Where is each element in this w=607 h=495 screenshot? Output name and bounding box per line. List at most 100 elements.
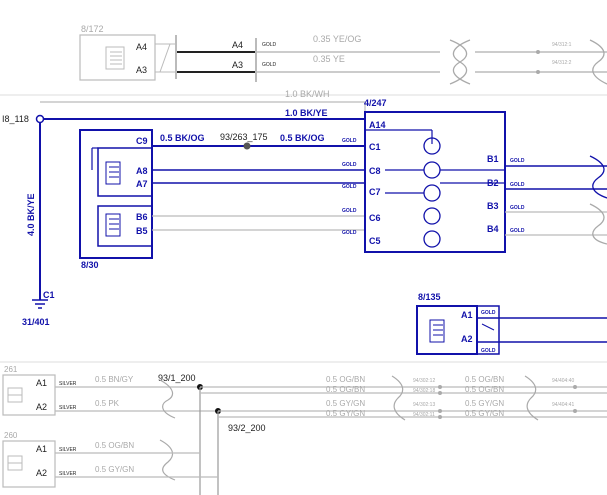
connector-261-silver-2: SILVER	[59, 405, 77, 411]
module-right-gold-1: GOLD	[510, 158, 525, 164]
module-pin-c7: C7	[369, 187, 381, 197]
connector-261-pin-a2: A2	[36, 402, 47, 412]
module-pin-c8: C8	[369, 166, 381, 176]
ground-symbol-icon	[32, 299, 48, 309]
module-coil-icons	[385, 137, 505, 248]
connector-260-wire-1: 0.5 OG/BN	[95, 441, 134, 450]
connector-8-30-pin-b6: B6	[136, 212, 148, 222]
mid-wire-b2: 0.5 GY/GN	[326, 409, 365, 418]
connector-260-silver-2: SILVER	[59, 471, 77, 477]
bkwh-wire-label: 1.0 BK/WH	[285, 89, 330, 99]
module-pin-b4: B4	[487, 224, 499, 234]
connector-8-30-icon-b	[105, 213, 121, 237]
right-twisted-icon	[589, 39, 607, 85]
ground-point-icon	[35, 114, 45, 124]
right-ref-1: 94/404:40	[552, 378, 574, 384]
splice-wire-left: 0.5 BK/OG	[160, 133, 205, 143]
module-right-gold-3: GOLD	[510, 205, 525, 211]
connector-8-135-pin-a2: A2	[461, 334, 473, 344]
connector-261-icon	[7, 387, 23, 403]
right-wire-a1: 0.5 OG/BN	[465, 375, 504, 384]
bottom-twisted-icons	[159, 375, 539, 481]
connector-261-label: 261	[4, 365, 18, 374]
module-gold-5: GOLD	[342, 230, 357, 236]
mid-wire-b1: 0.5 GY/GN	[326, 399, 365, 408]
splice-93-263-175-icon	[243, 142, 251, 150]
right-ref-2: 94/404:41	[552, 402, 574, 408]
top-gold-1: GOLD	[262, 42, 277, 48]
connector-8-172-label: 8/172	[81, 24, 104, 34]
module-gold-3: GOLD	[342, 184, 357, 190]
module-4-247-box	[364, 111, 506, 253]
top-wire-ye-og-label: 0.35 YE/OG	[313, 34, 361, 44]
connector-261-wire-1: 0.5 BN/GY	[95, 375, 134, 384]
connector-8-172-pin-a3: A3	[136, 65, 147, 75]
connector-8-135-gold-1: GOLD	[481, 310, 496, 316]
mid-ref-a2: 94/302:18	[413, 388, 435, 394]
connector-8-30-outer	[79, 129, 153, 259]
mid-wire-a1: 0.5 OG/BN	[326, 375, 365, 384]
connector-8-30-block-a	[97, 147, 153, 197]
module-right-gold-4: GOLD	[510, 228, 525, 234]
connector-8-135-pin-a1: A1	[461, 310, 473, 320]
connector-8-30-pin-c9: C9	[136, 136, 148, 146]
mid-ref-b2: 94/302:11	[413, 412, 435, 418]
splice-wire-right: 0.5 BK/OG	[280, 133, 325, 143]
ground-pin: C1	[43, 290, 55, 300]
top-right-ref-1: 94/312:1	[552, 42, 572, 48]
ground-wire-label: 4.0 BK/YE	[26, 193, 36, 236]
connector-8-135-label: 8/135	[418, 292, 441, 302]
right-wire-b2: 0.5 GY/GN	[465, 409, 504, 418]
top-wire-pin-a3: A3	[232, 60, 243, 70]
module-right-gold-2: GOLD	[510, 182, 525, 188]
connector-8-172-pin-a4: A4	[136, 42, 147, 52]
connector-261-box	[2, 374, 56, 416]
module-pin-c6: C6	[369, 213, 381, 223]
connector-8-30-block-b	[97, 205, 153, 247]
connector-261-pin-a1: A1	[36, 378, 47, 388]
connector-260-label: 260	[4, 431, 18, 440]
module-pin-b2: B2	[487, 178, 499, 188]
middle-section: 1.0 BK/WH I8_118 1.0 BK/YE 4.0 BK/YE C1 …	[0, 89, 607, 363]
module-pin-c5: C5	[369, 236, 381, 246]
connector-8-172-icon	[105, 46, 125, 70]
connector-261-silver-1: SILVER	[59, 381, 77, 387]
connector-260-pin-a1: A1	[36, 444, 47, 454]
connector-8-135-icon	[429, 319, 445, 343]
connector-8-30-pin-a7: A7	[136, 179, 148, 189]
module-pin-b1: B1	[487, 154, 499, 164]
ground-point-id: I8_118	[2, 114, 29, 124]
top-wire-pin-a4: A4	[232, 40, 243, 50]
splice-93-263-175-label: 93/263_175	[220, 132, 268, 142]
connector-8-30-label: 8/30	[81, 260, 99, 270]
top-wire-ye-label: 0.35 YE	[313, 54, 345, 64]
connector-261-wire-2: 0.5 PK	[95, 399, 120, 408]
connector-8-135-gold-2: GOLD	[481, 348, 496, 354]
connector-260-pin-a2: A2	[36, 468, 47, 478]
mid-wire-a2: 0.5 OG/BN	[326, 385, 365, 394]
mid-ref-a1: 94/302:12	[413, 378, 435, 384]
module-pin-b3: B3	[487, 201, 499, 211]
twisted-pair-icon	[449, 39, 471, 85]
connector-260-box	[2, 440, 56, 488]
top-gold-2: GOLD	[262, 62, 277, 68]
connector-8-30-pin-a8: A8	[136, 166, 148, 176]
splice-93-1-200-label: 93/1_200	[158, 373, 196, 383]
module-4-247-label: 4/247	[364, 98, 387, 108]
connector-8-30-icon-a	[105, 161, 121, 185]
module-pin-a14: A14	[369, 120, 386, 130]
module-pin-c1: C1	[369, 142, 381, 152]
bottom-section: 261 A1 A2 SILVER SILVER 0.5 BN/GY 0.5 PK…	[2, 365, 607, 495]
module-gold-4: GOLD	[342, 208, 357, 214]
connector-260-icon	[7, 455, 23, 471]
right-wire-a2: 0.5 OG/BN	[465, 385, 504, 394]
ground-ref: 31/401	[22, 317, 50, 327]
connector-8-172-box	[79, 34, 156, 81]
top-section: 8/172 A4 A3 A4 A3 GOLD GOLD 0.35 YE/OG 0…	[0, 24, 607, 96]
right-wire-b1: 0.5 GY/GN	[465, 399, 504, 408]
connector-260-wire-2: 0.5 GY/GN	[95, 465, 134, 474]
bkye-wire-label: 1.0 BK/YE	[285, 108, 328, 118]
module-gold-2: GOLD	[342, 162, 357, 168]
mid-ref-b1: 94/302:13	[413, 402, 435, 408]
